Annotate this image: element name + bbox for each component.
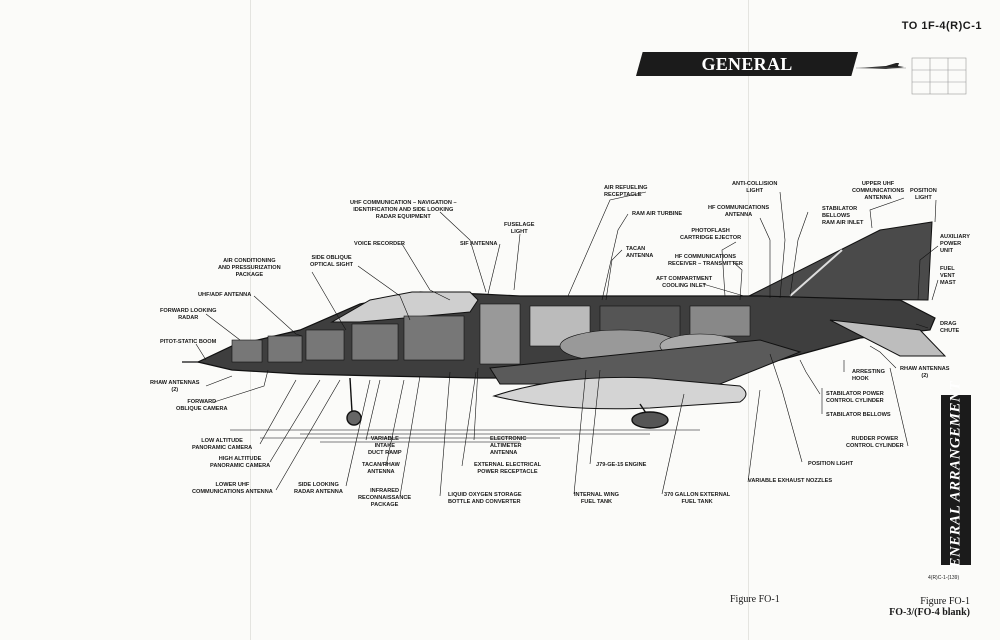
label-voice-recorder: VOICE RECORDER (354, 241, 405, 247)
label-uhf-communication-equipment: UHF COMMUNICATION – NAVIGATION –IDENTIFI… (350, 200, 457, 220)
stabilator (829, 319, 947, 357)
document-id: TO 1F-4(R)C-1 (901, 20, 982, 32)
label-position-light-bottom: POSITION LIGHT (808, 461, 854, 467)
figure-caption-center: Figure FO-1 (730, 594, 780, 605)
label-uhf-adf-antenna: UHF/ADF ANTENNA (198, 292, 252, 298)
external-fuel-tank (492, 376, 747, 410)
label-stabilator-bellows: STABILATOR BELLOWS (826, 412, 891, 418)
page-reference: FO-3/(FO-4 blank) (889, 607, 970, 618)
label-rhaw-antennas-right: RHAW ANTENNAS(2) (900, 366, 950, 379)
label-sif-antenna: SIF ANTENNA (460, 241, 498, 247)
landing-gear (346, 377, 669, 429)
side-tab-text: GENERAL ARRANGEMENT (947, 380, 964, 580)
title-banner: GENERAL ARRANGEMENT (636, 52, 858, 76)
label-variable-exhaust-nozzles: VARIABLE EXHAUST NOZZLES (748, 478, 833, 484)
figure-caption-right-line: Figure FO-1 (920, 596, 970, 607)
figure-caption-right: Figure FO-1 FO-3/(FO-4 blank) (889, 596, 970, 618)
drawing-code: 4(R)C-1-(139) (928, 575, 960, 581)
page-fold-line (250, 0, 251, 640)
label-j79-engine: J79-GE-15 ENGINE (596, 462, 647, 468)
label-rhaw-antennas-left: RHAW ANTENNAS(2) (150, 380, 200, 393)
label-pitot-static-boom: PITOT-STATIC BOOM (160, 339, 217, 345)
ground-shadow (230, 429, 700, 443)
index-grid (911, 57, 967, 95)
canopy (330, 291, 479, 323)
wing (489, 339, 802, 385)
label-ram-air-turbine: RAM AIR TURBINE (632, 211, 683, 217)
side-tab: GENERAL ARRANGEMENT (941, 381, 971, 579)
vertical-tail (744, 221, 933, 301)
banner-aircraft-icon (856, 63, 906, 69)
leader-lines (195, 191, 939, 497)
